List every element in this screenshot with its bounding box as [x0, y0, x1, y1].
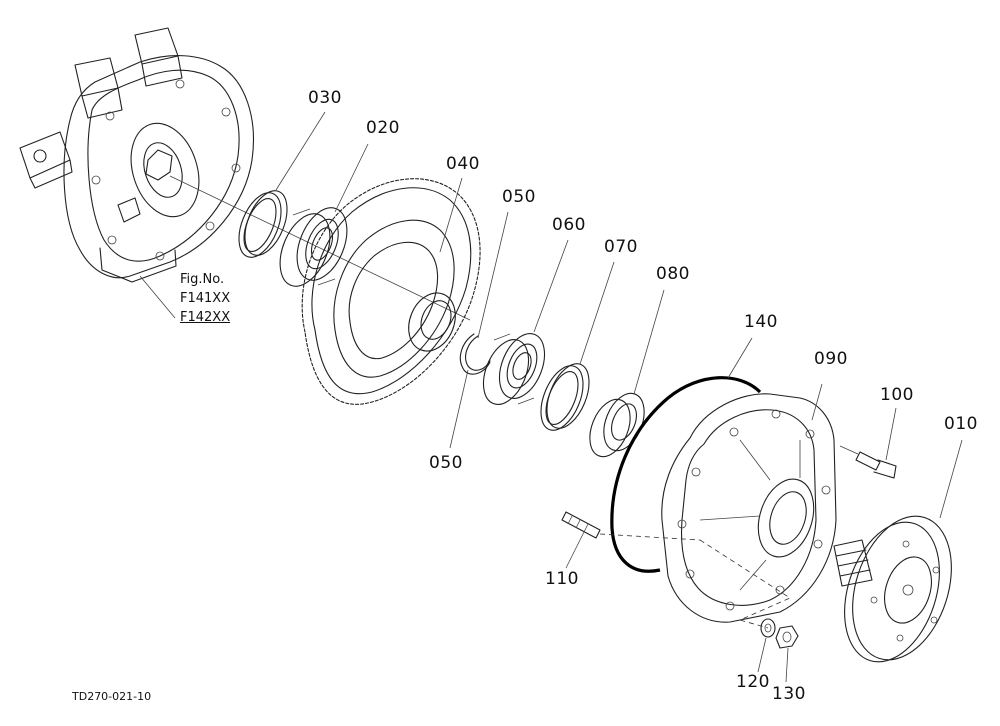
part-120-washer: [757, 618, 776, 673]
drawing-code: TD270-021-10: [72, 690, 152, 703]
label-120: 120: [736, 672, 770, 692]
label-080: 080: [656, 264, 690, 284]
part-010-flange-shaft: [833, 439, 963, 663]
label-040: 040: [446, 154, 480, 174]
housing-reference: [19, 27, 254, 319]
part-030-seal: [238, 111, 326, 258]
part-100-bolt: [839, 407, 897, 479]
label-110: 110: [545, 569, 579, 589]
part-090-cover: [661, 383, 837, 623]
part-080-bearing: [589, 289, 665, 458]
part-020-bearing: [279, 143, 369, 287]
part-040-bevel-gear: [301, 177, 481, 405]
label-090: 090: [814, 349, 848, 369]
label-130: 130: [772, 684, 806, 704]
assembly-axis: [169, 175, 471, 321]
fig-ref-title: Fig.No.: [180, 272, 225, 287]
label-050-bottom: 050: [429, 453, 463, 473]
part-110-stud: [561, 511, 701, 569]
label-020: 020: [366, 118, 400, 138]
fig-ref-line2: F142XX: [180, 310, 231, 325]
part-130-nut: [775, 625, 799, 683]
part-070-seal: [540, 261, 615, 431]
label-060: 060: [552, 215, 586, 235]
part-140-o-ring: [610, 337, 762, 573]
label-050-top: 050: [502, 187, 536, 207]
part-050-snap-ring: [449, 211, 509, 449]
part-060-bearing: [482, 239, 569, 405]
fig-ref-line1: F141XX: [180, 291, 231, 306]
label-010: 010: [944, 414, 978, 434]
fig-reference: Fig.No. F141XX F142XX: [180, 270, 230, 327]
label-100: 100: [880, 385, 914, 405]
label-140: 140: [744, 312, 778, 332]
label-070: 070: [604, 237, 638, 257]
label-030: 030: [308, 88, 342, 108]
